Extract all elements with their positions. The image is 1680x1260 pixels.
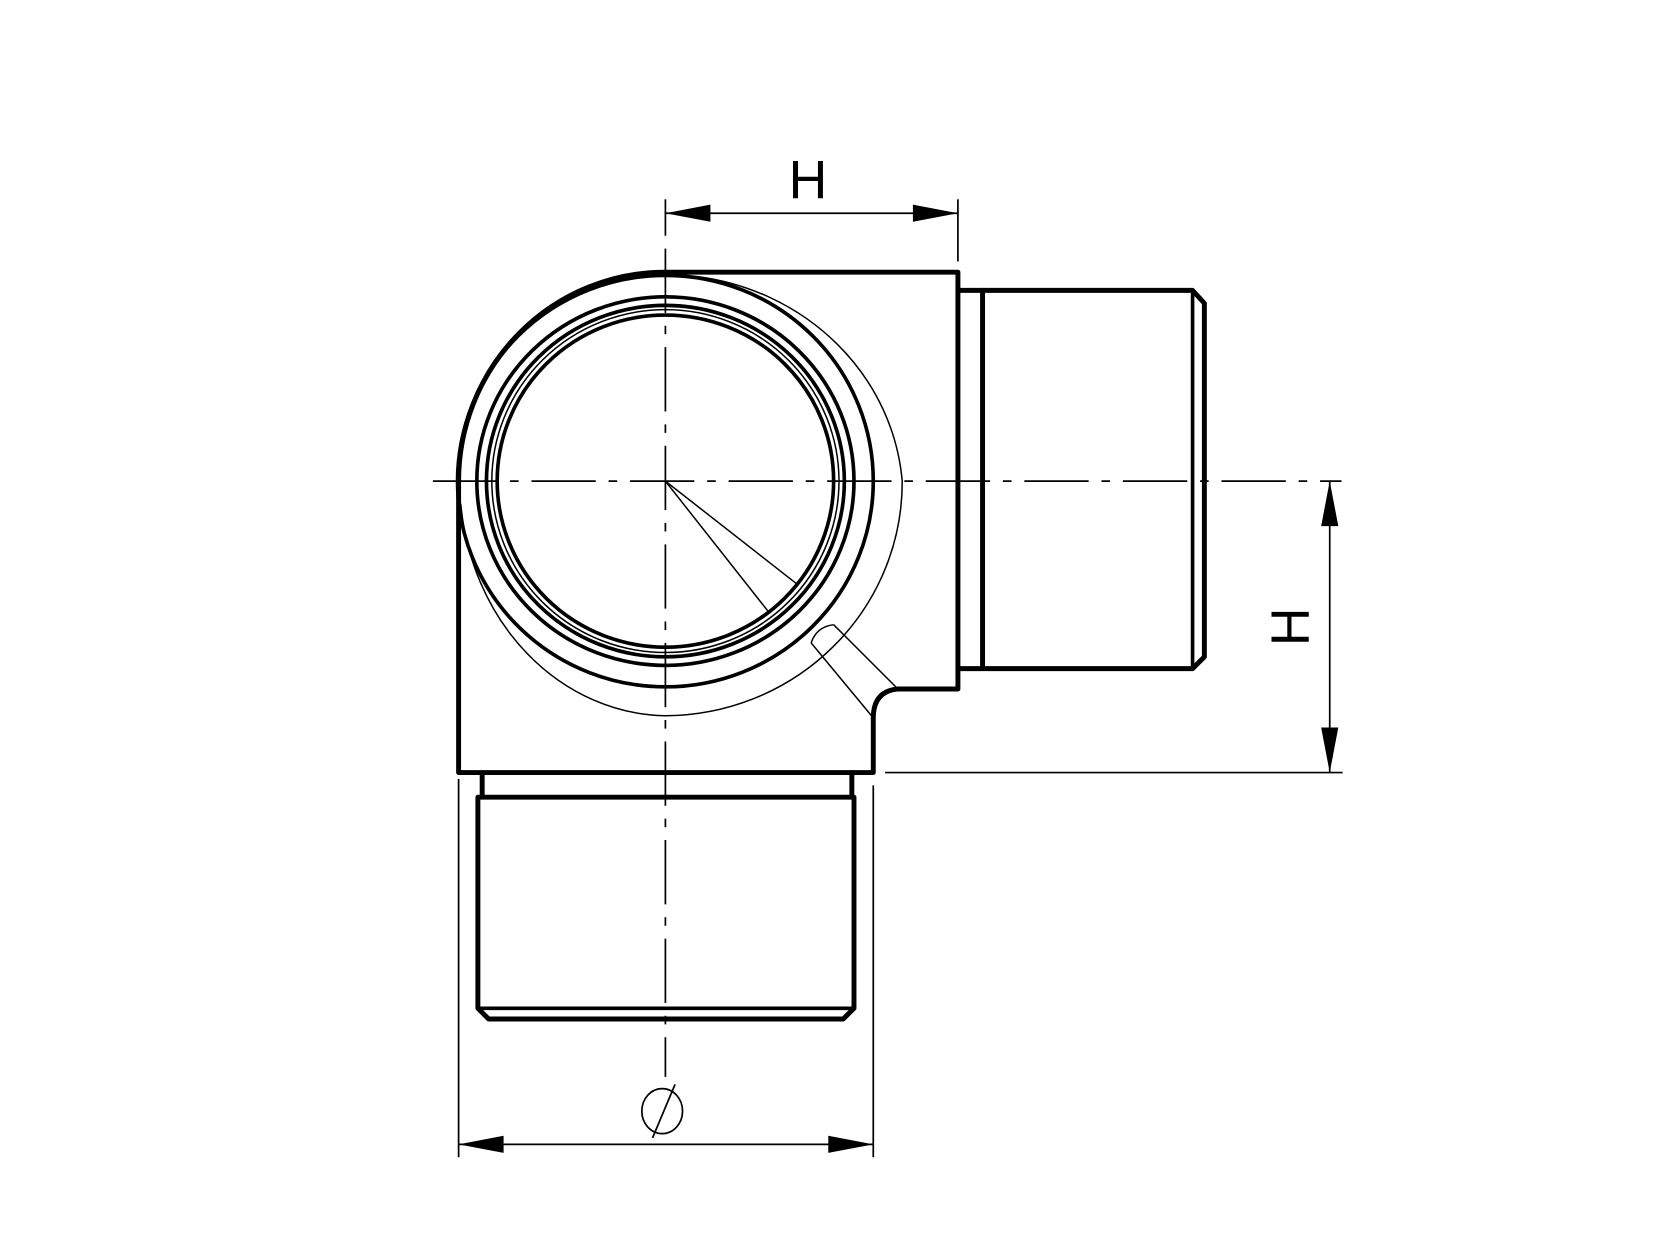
dimension-label-top: H <box>789 151 828 210</box>
right-spigot <box>955 287 1207 672</box>
bottom-spigot <box>475 770 857 1022</box>
dimension-label-right: H <box>1262 607 1321 646</box>
dimension-right-h <box>885 481 1343 774</box>
diameter-symbol <box>640 1084 684 1139</box>
center-lines <box>432 248 1342 1077</box>
elbow-body <box>455 269 961 776</box>
dimension-top-h <box>664 199 959 262</box>
dimension-bottom-diameter <box>457 778 875 1158</box>
